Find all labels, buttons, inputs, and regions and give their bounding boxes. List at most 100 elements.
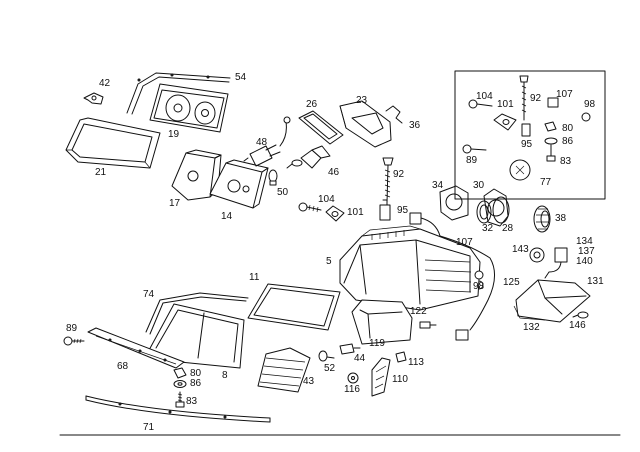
part-54-trim: [126, 72, 231, 115]
part-26-gasket: [298, 110, 344, 145]
part-134-connector: [544, 247, 568, 279]
callout-46: 46: [328, 167, 340, 178]
part-connector-small: [455, 329, 469, 341]
callout-86-left: 86: [190, 378, 202, 389]
callout-104-mid: 104: [318, 194, 335, 205]
callout-89-left: 89: [66, 323, 78, 334]
callout-119: 119: [369, 338, 385, 349]
callout-48: 48: [256, 137, 268, 148]
callout-26: 26: [306, 99, 318, 110]
callout-95-box: 95: [521, 139, 533, 150]
part-21-frame: [65, 117, 161, 169]
callout-77: 77: [540, 177, 552, 188]
callout-83-box: 83: [560, 156, 572, 167]
part-43-lens: [257, 347, 311, 393]
callout-74: 74: [143, 289, 155, 300]
callout-28: 28: [502, 223, 514, 234]
part-116-screw: [347, 372, 359, 384]
part-23-cover: [339, 100, 392, 148]
callout-107-box: 107: [556, 89, 573, 100]
part-110-bracket: [371, 357, 391, 397]
callout-122: 122: [410, 306, 427, 317]
callout-113: 113: [408, 357, 424, 368]
callout-32: 32: [482, 223, 494, 234]
callout-71: 71: [143, 422, 155, 433]
part-104-screw: [298, 202, 322, 213]
callout-101-mid: 101: [347, 207, 364, 218]
callout-98-box: 98: [584, 99, 596, 110]
part-52-bulb: [318, 350, 335, 362]
callout-86-box: 86: [562, 136, 574, 147]
callout-107-mid: 107: [456, 237, 473, 248]
callout-42: 42: [99, 78, 111, 89]
callout-68: 68: [117, 361, 129, 372]
callout-92-mid: 92: [393, 169, 405, 180]
part-19-reflector: [149, 83, 229, 133]
callout-5: 5: [326, 256, 332, 267]
callout-110: 110: [392, 374, 408, 385]
callout-21: 21: [95, 167, 107, 178]
part-74-trim: [145, 292, 249, 335]
callout-30: 30: [473, 180, 485, 191]
part-68-strip: [87, 327, 185, 369]
callout-137: 137: [578, 246, 595, 257]
callout-101-box: 101: [497, 99, 514, 110]
part-71-strip: [85, 395, 271, 423]
callout-89-box: 89: [466, 155, 478, 166]
callout-143: 143: [512, 244, 529, 255]
callout-17: 17: [169, 198, 181, 209]
part-11-seal: [247, 283, 341, 331]
callout-80-box: 80: [562, 123, 574, 134]
part-36-clip: [385, 105, 403, 124]
part-146-bulb: [572, 311, 589, 319]
callout-92-box: 92: [530, 93, 542, 104]
part-48-bulb: [243, 116, 291, 167]
part-83-screw: [175, 391, 185, 408]
part-28-ring: [492, 196, 510, 224]
callout-44: 44: [354, 353, 366, 364]
part-107-connector: [409, 212, 441, 237]
callout-labels: 42 54 19 21 26 23 36 48 46 50 17 14 92 1…: [66, 72, 604, 433]
callout-34: 34: [432, 180, 444, 191]
part-14-cover: [209, 159, 269, 209]
part-122-plug: [419, 321, 437, 329]
part-92-screw: [382, 157, 394, 204]
callout-98-mid: 98: [473, 281, 485, 292]
callout-104-box: 104: [476, 91, 493, 102]
part-132-gasket: [513, 305, 546, 321]
part-80-clip: [173, 367, 187, 379]
callout-8: 8: [222, 370, 228, 381]
part-95-clip: [379, 199, 391, 221]
callout-36: 36: [409, 120, 421, 131]
part-86-washer: [173, 380, 187, 388]
detail-box: [454, 70, 606, 200]
callout-38: 38: [555, 213, 567, 224]
part-38-cap: [533, 205, 551, 233]
callout-132: 132: [523, 322, 540, 333]
callout-125: 125: [503, 277, 520, 288]
part-113-clip: [395, 351, 407, 363]
part-46-bulb: [286, 145, 331, 169]
callout-14: 14: [221, 211, 233, 222]
callout-131: 131: [587, 276, 604, 287]
part-34-ring: [439, 185, 469, 221]
part-131-side-marker: [515, 279, 591, 323]
callout-52: 52: [324, 363, 336, 374]
callout-116: 116: [344, 384, 360, 395]
callout-146: 146: [569, 320, 586, 331]
callout-134: 134: [576, 236, 593, 247]
callout-50: 50: [277, 187, 289, 198]
callout-11: 11: [249, 272, 260, 283]
callout-23: 23: [356, 95, 368, 106]
callout-83-left: 83: [186, 396, 198, 407]
callout-95-mid: 95: [397, 205, 409, 216]
callout-140: 140: [576, 256, 593, 267]
callout-80-left: 80: [190, 368, 202, 379]
part-42-clip: [83, 92, 104, 105]
callout-43: 43: [303, 376, 315, 387]
part-89-screw: [63, 336, 85, 346]
callout-19: 19: [168, 129, 180, 140]
part-50-bulb: [268, 169, 278, 186]
part-119-foglamp: [351, 299, 413, 345]
